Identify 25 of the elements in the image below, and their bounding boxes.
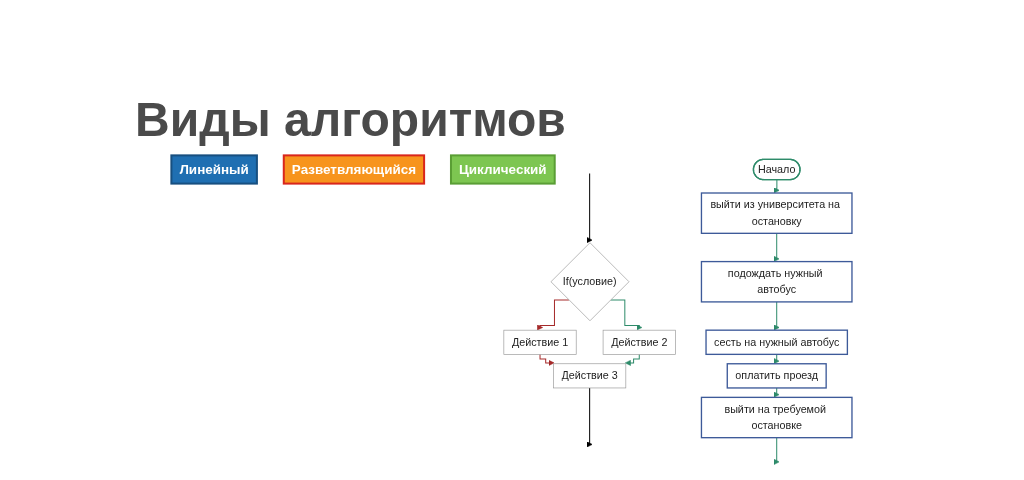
arrow [610,299,643,331]
node-box: выйти из университета на остановку [701,192,853,234]
arrow [587,173,593,243]
arrow [774,301,780,331]
arrow [774,437,780,465]
node-box: Разветвляющийся [283,154,426,185]
arrow [774,232,780,262]
node-box: Циклический [450,154,557,185]
node-diamond: If(условие) [550,242,630,322]
arrow [539,353,555,366]
node-box: подождать нужный автобус [701,260,853,303]
arrow [774,387,780,398]
slide-title: Виды алгоритмов [135,92,566,147]
arrow [587,387,593,448]
node-box: Линейный [170,154,259,185]
node-box: Действие 2 [603,329,677,355]
node-box: Действие 3 [553,363,627,389]
node-box: Действие 1 [503,329,577,355]
arrow [774,353,780,365]
arrow [625,353,641,366]
arrow [537,299,570,331]
arrow [774,179,780,194]
node-box: сесть на нужный автобус [705,329,849,356]
node-box: выйти на требуемой остановке [701,396,853,439]
node-box: оплатить проезд [726,363,828,389]
